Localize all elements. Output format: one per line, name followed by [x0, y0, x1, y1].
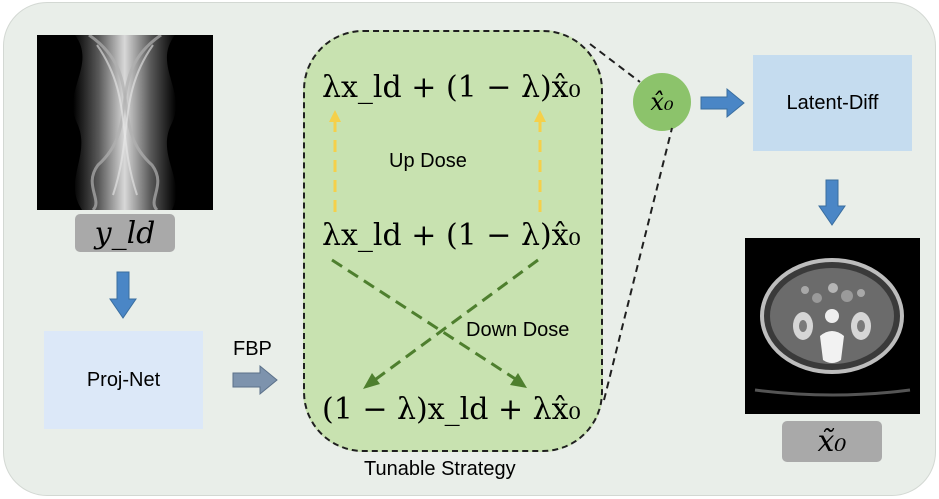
fbp-label: FBP [233, 338, 272, 360]
x0-double-hat-node: x̂̂₀ [633, 73, 691, 131]
zoom-line-bottom [603, 127, 673, 401]
formula-bottom: (1 − λ)x_ld + λx̂₀ [322, 392, 581, 427]
latent-diff-box: Latent-Diff [753, 55, 912, 151]
down-dose-label: Down Dose [466, 319, 570, 341]
arrow-down-to-proj-net [109, 271, 137, 319]
ct-scan-image [745, 238, 920, 414]
zoom-line-top [589, 43, 641, 83]
y-ld-label: y_ld [75, 214, 175, 252]
up-dose-label: Up Dose [389, 150, 467, 172]
arrow-fbp-right [232, 364, 278, 396]
formula-middle: λx_ld + (1 − λ)x̂₀ [322, 218, 581, 253]
x0-tilde-label: x̃₀ [782, 421, 882, 462]
arrow-to-latent-diff [700, 87, 745, 119]
tunable-strategy-box [303, 30, 603, 452]
formula-top: λx_ld + (1 − λ)x̂₀ [322, 70, 581, 105]
tunable-strategy-label: Tunable Strategy [364, 458, 516, 480]
down-dose-arrow-ltr [331, 258, 521, 384]
proj-net-box: Proj-Net [44, 331, 203, 429]
arrow-down-to-ct [818, 179, 846, 226]
sinogram-image [37, 33, 213, 212]
down-dose-arrow-rtl [371, 258, 539, 384]
